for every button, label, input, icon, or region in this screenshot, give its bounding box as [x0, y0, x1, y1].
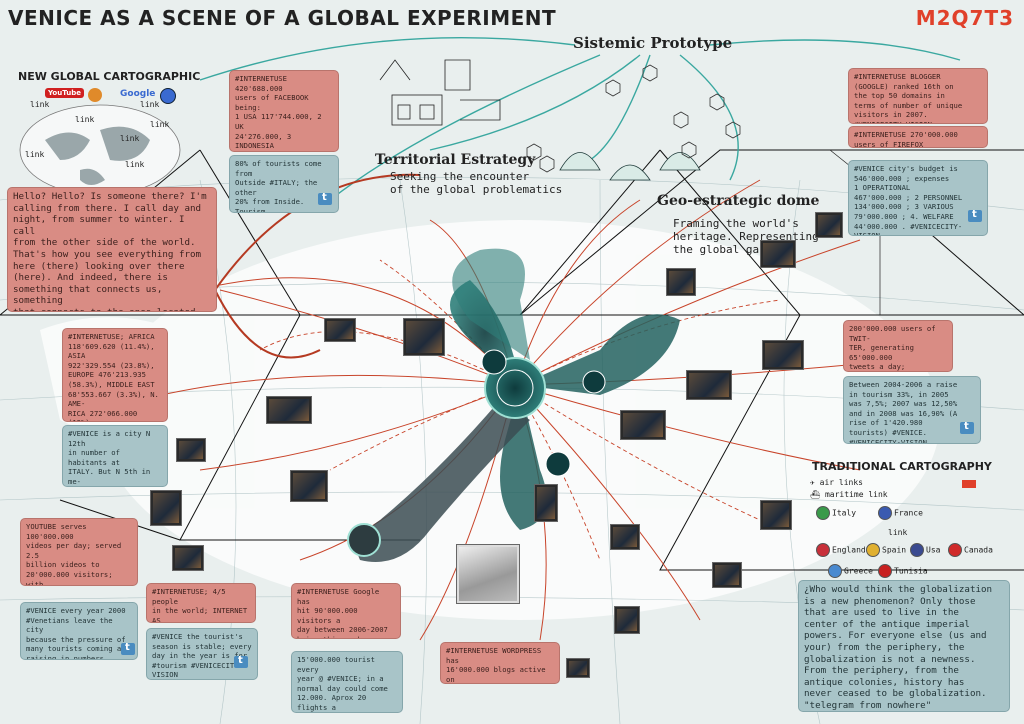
legend-country: Spain: [866, 543, 906, 557]
global-cartographic-map: [19, 104, 181, 196]
flag-icon: [910, 543, 924, 557]
twitter-icon: [318, 192, 332, 205]
twitter-icon: [234, 655, 248, 668]
poster-title: VENICE AS A SCENE OF A GLOBAL EXPERIMENT: [8, 6, 557, 30]
map-link-7[interactable]: link: [125, 160, 145, 169]
photo-thumbnail[interactable]: [610, 524, 640, 550]
legend-link: link: [888, 528, 908, 537]
photo-thumbnail[interactable]: [760, 500, 792, 530]
geo-dome-heading: Geo-estrategic dome: [657, 193, 820, 209]
photo-thumbnail[interactable]: [666, 268, 696, 296]
traditional-heading: TRADITIONAL CARTOGRAPHY: [812, 460, 992, 473]
tourists-per-year-box: 15'000.000 tourist every year @ #VENICE;…: [291, 651, 403, 713]
legend-country: Italy: [816, 506, 856, 520]
legend-country: England: [816, 543, 866, 557]
central-hub-shape: [347, 248, 680, 562]
flag-icon: [878, 506, 892, 520]
globalization-quote-box: ¿Who would think the globalization is a …: [798, 580, 1010, 712]
twitter-icon: [960, 421, 974, 434]
poster-code: M2Q7T3: [915, 6, 1014, 30]
venice-budget-box: #VENICE city's budget is 546'000.000 ; e…: [848, 160, 988, 236]
telegram-quote-box: Hello? Hello? Is someone there? I'm call…: [7, 187, 217, 312]
geo-dome-subtitle: Framing the world's heritage. Representi…: [673, 217, 819, 256]
flag-icon: [866, 543, 880, 557]
legend-country: Usa: [910, 543, 940, 557]
photo-thumbnail[interactable]: [614, 606, 640, 634]
tourist-season-box: #VENICE the tourist's season is stable; …: [146, 628, 258, 680]
photo-thumbnail[interactable]: [686, 370, 732, 400]
legend-country: Greece: [828, 564, 873, 578]
flag-icon: [816, 506, 830, 520]
globe-icon: [160, 88, 176, 104]
flag-icon: [878, 564, 892, 578]
photo-thumbnail[interactable]: [403, 318, 445, 356]
territorial-heading: Territorial Estrategy: [375, 152, 536, 168]
map-link-2[interactable]: link: [140, 100, 160, 109]
red-marker-icon: [962, 480, 976, 488]
photo-thumbnail[interactable]: [324, 318, 356, 342]
photo-thumbnail[interactable]: [172, 545, 204, 571]
photo-thumbnail[interactable]: [176, 438, 206, 462]
photo-thumbnail[interactable]: [712, 562, 742, 588]
legend-country: France: [878, 506, 923, 520]
screenshot-thumbnail[interactable]: [456, 544, 520, 604]
google-visitors-box: #INTERNETUSE Google has hit 90'000.000 v…: [291, 583, 401, 639]
photo-thumbnail[interactable]: [290, 470, 328, 502]
photo-thumbnail[interactable]: [760, 240, 796, 268]
wordpress-stat-box: #INTERNETUSE WORDPRESS has 16'000.000 bl…: [440, 642, 560, 684]
twitter-icon: [968, 209, 982, 222]
firefox-stat-box: #INTERNETUSE 270'000.000 users of FIREFO…: [848, 126, 988, 148]
internet-right-box: #INTERNETUSE; 4/5 people in the world; I…: [146, 583, 256, 623]
photo-thumbnail[interactable]: [762, 340, 804, 370]
internet-regions-box: #INTERNETUSE; AFRICA 118'609.620 (11.4%)…: [62, 328, 168, 422]
legend-maritime: ⛴ maritime link: [810, 490, 888, 499]
photo-thumbnail[interactable]: [150, 490, 182, 526]
twitter-icon: [121, 642, 135, 655]
facebook-stat-box: #INTERNETUSE 420'688.000 users of FACEBO…: [229, 70, 339, 152]
flag-icon: [816, 543, 830, 557]
photo-thumbnail[interactable]: [534, 484, 558, 522]
map-link-1[interactable]: link: [30, 100, 50, 109]
firefox-icon: [88, 88, 102, 102]
photo-thumbnail[interactable]: [620, 410, 666, 440]
sistemic-prototype-heading: Sistemic Prototype: [573, 34, 733, 52]
legend-country: Canada: [948, 543, 993, 557]
new-global-heading: NEW GLOBAL CARTOGRAPHIC: [18, 70, 201, 83]
photo-thumbnail[interactable]: [815, 212, 843, 238]
photo-thumbnail[interactable]: [266, 396, 312, 424]
territorial-subtitle: Seeking the encounter of the global prob…: [390, 170, 563, 196]
venice-population-box: #VENICE is a city N 12th in number of ha…: [62, 425, 168, 487]
flag-icon: [828, 564, 842, 578]
legend-air: ✈ air links: [810, 478, 863, 487]
youtube-stat-box: YOUTUBE serves 100'000.000 videos per da…: [20, 518, 138, 586]
prototype-illustration: [379, 59, 501, 126]
map-link-3[interactable]: link: [75, 115, 95, 124]
venetians-leave-box: #VENICE every year 2000 #Venetians leave…: [20, 602, 138, 660]
google-logo: Google: [120, 89, 156, 99]
map-link-5[interactable]: link: [120, 134, 140, 143]
domes: [559, 152, 701, 181]
legend-country: Tunisia: [878, 564, 928, 578]
twitter-users-box: 200'000.000 users of TWIT- TER, generati…: [843, 320, 953, 372]
youtube-logo: YouTube: [45, 88, 84, 98]
photo-thumbnail[interactable]: [566, 658, 590, 678]
tourism-raise-box: Between 2004-2006 a raise in tourism 33%…: [843, 376, 981, 444]
blogger-stat-box: #INTERNETUSE BLOGGER (GOOGLE) ranked 16t…: [848, 68, 988, 124]
flag-icon: [948, 543, 962, 557]
map-link-4[interactable]: link: [150, 120, 170, 129]
hexagons: [526, 64, 741, 173]
map-link-6[interactable]: link: [25, 150, 45, 159]
